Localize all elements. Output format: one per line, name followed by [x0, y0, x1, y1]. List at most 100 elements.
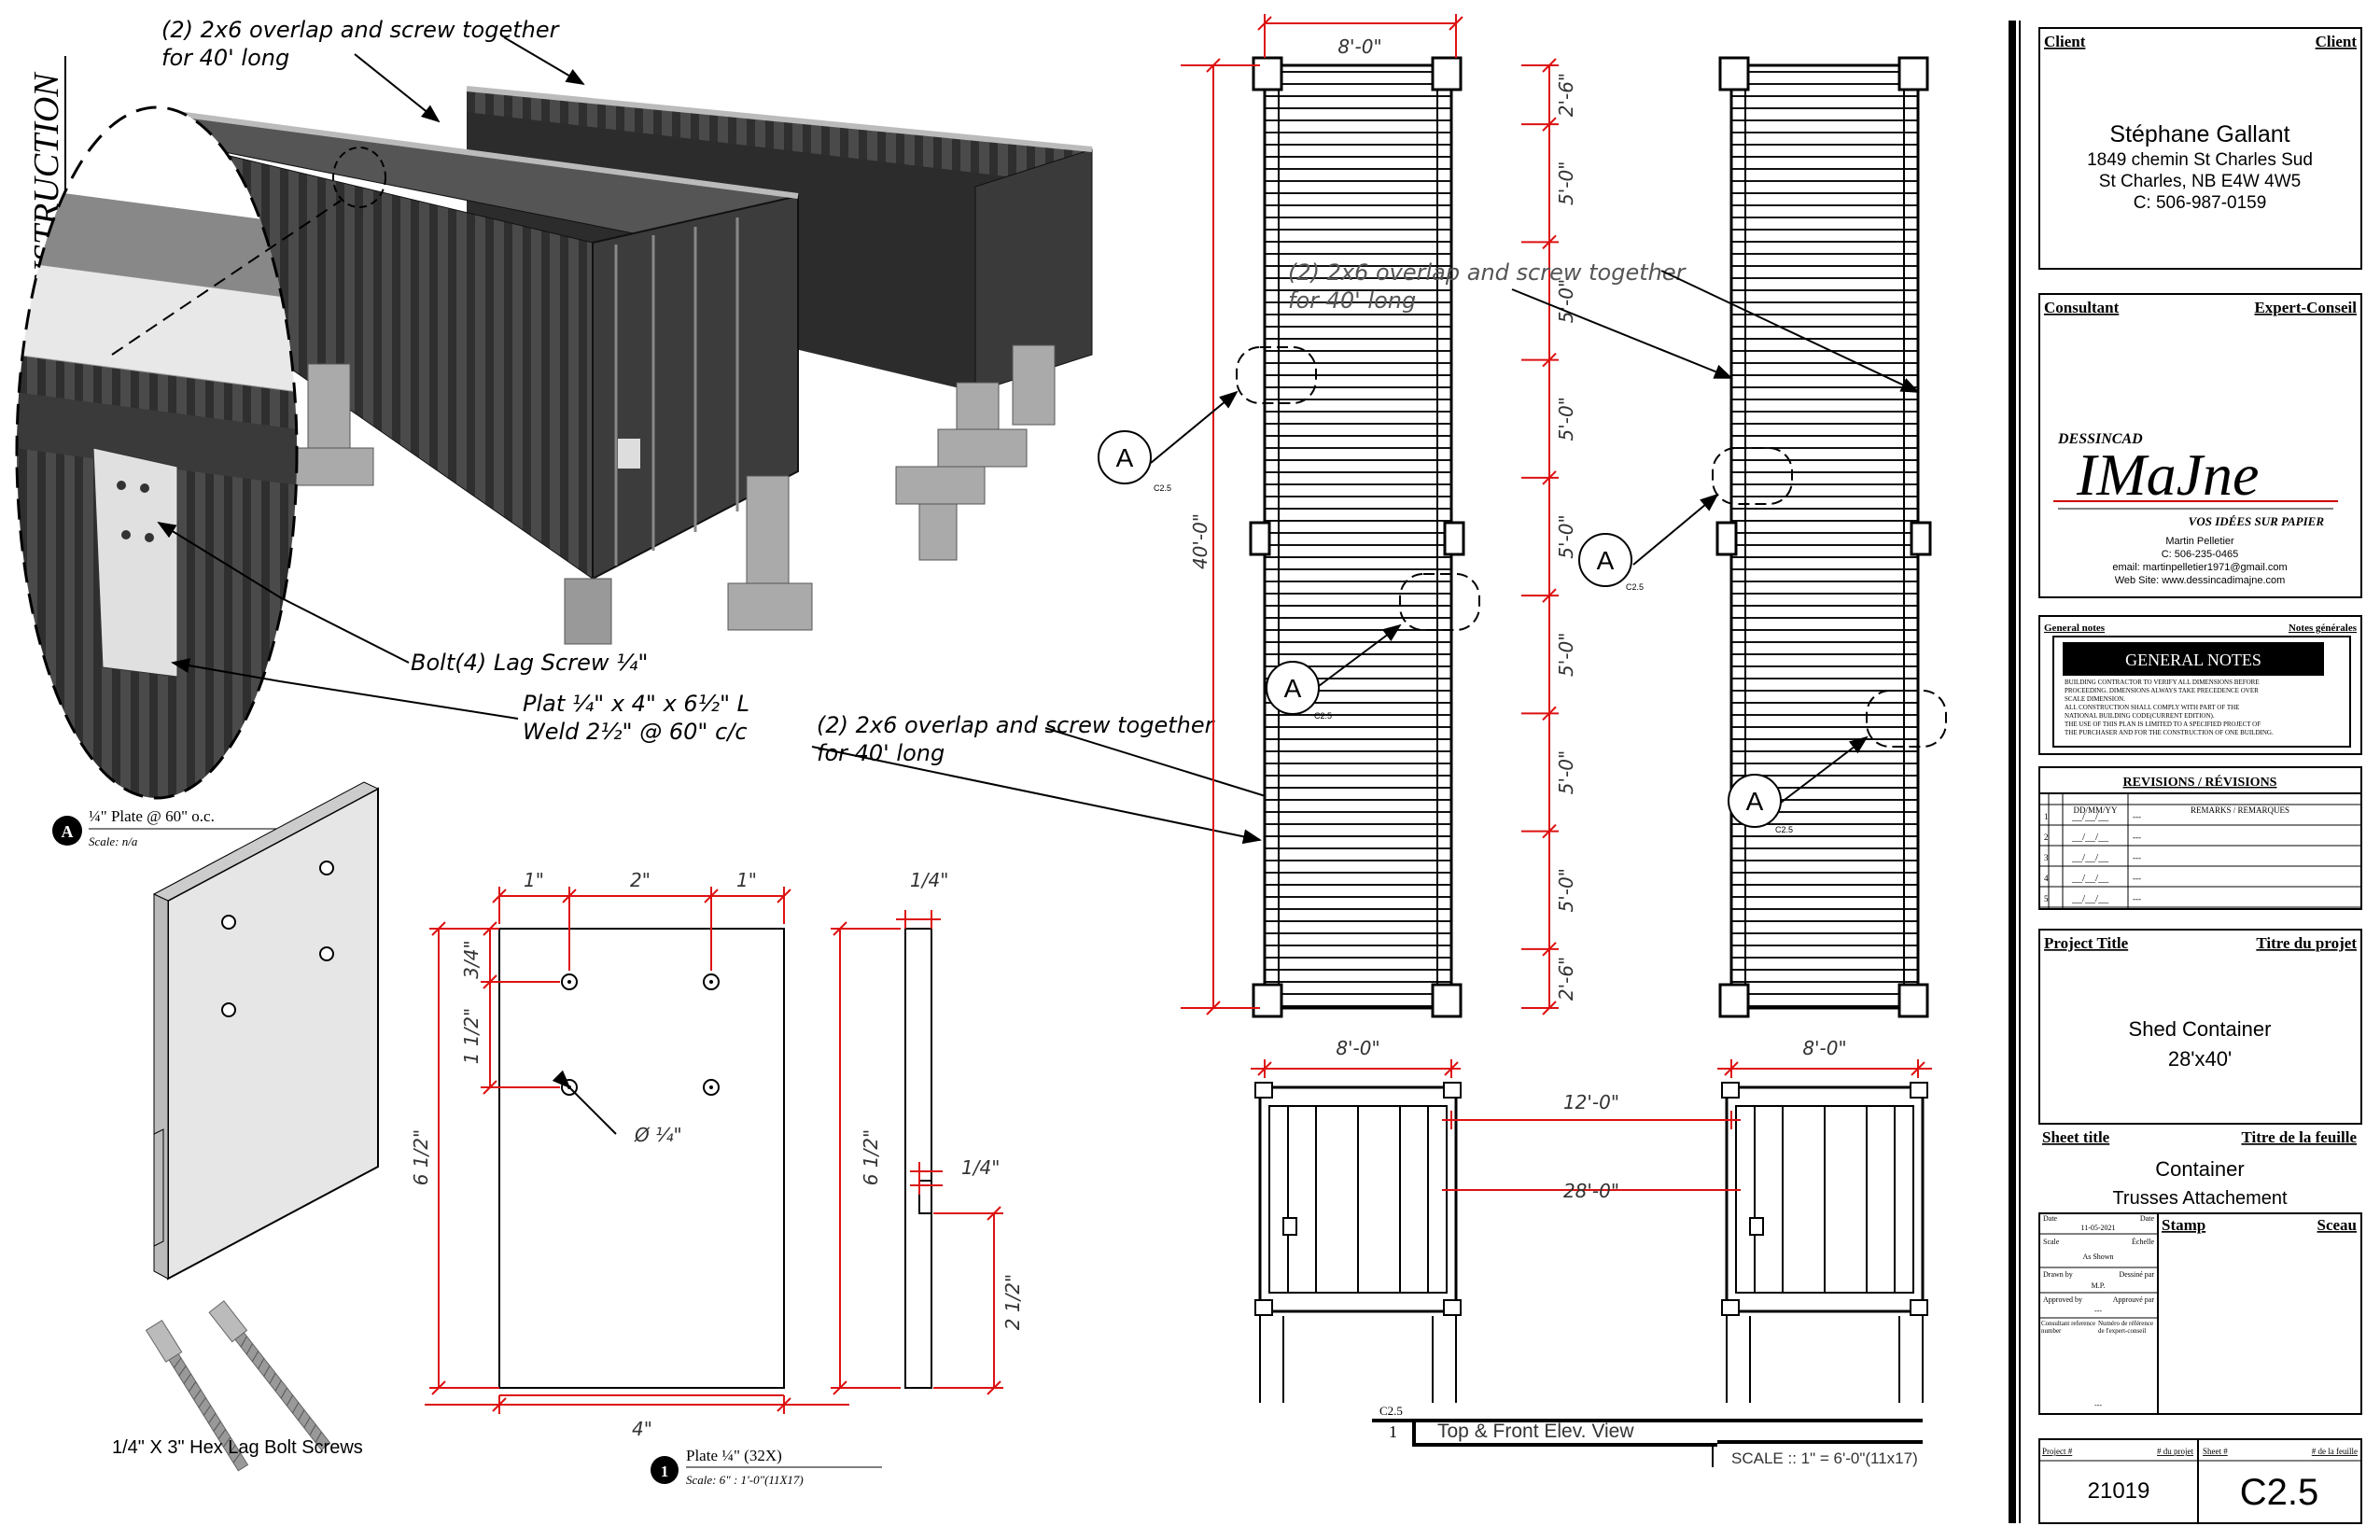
consultant-email: email: martinpelletier1971@gmail.com — [2112, 562, 2287, 573]
callout-a-4[interactable]: A C2.5 — [1728, 735, 1869, 834]
detail-a-title: ¼" Plate @ 60" o.c. — [89, 807, 215, 825]
plan-segment-dim: 5'-0" — [1555, 161, 1577, 205]
svg-text:BUILDING CONTRACTOR TO VERIFY: BUILDING CONTRACTOR TO VERIFY ALL DIMENS… — [2065, 679, 2274, 736]
dim-top-1: 1" — [524, 869, 544, 891]
dim-top-2: 2" — [630, 869, 651, 891]
approved-by-label: Approved by — [2043, 1295, 2082, 1304]
rev-col-remarks: REMARKS / REMARQUES — [2191, 805, 2289, 815]
project-no-label: Project # — [2042, 1447, 2073, 1456]
magnified-detail-oval — [15, 105, 299, 800]
lag-screws-caption: 1/4" X 3" Hex Lag Bolt Screws — [112, 1437, 363, 1458]
date-label-fr: Date — [2140, 1214, 2155, 1223]
general-note-line: SCALE DIMENSION. — [2065, 695, 2125, 703]
svg-text:A: A — [1597, 546, 1615, 575]
general-notes-title: GENERAL NOTES — [2125, 651, 2261, 669]
revision-row-number: 4 — [2044, 874, 2049, 883]
svg-text:(2) 2x6 overlap and screw tog: (2) 2x6 overlap and screw together for 4… — [161, 17, 566, 71]
detail-1-marker — [651, 1456, 679, 1484]
project-title-label-fr: Titre du projet — [2256, 934, 2357, 952]
svg-text:C2.5: C2.5 — [1154, 483, 1171, 493]
consultant-phone: C: 506-235-0465 — [2162, 549, 2239, 560]
client-address1: 1849 chemin St Charles Sud — [2087, 150, 2313, 170]
consultant-ref-label: Consultant reference number — [2041, 1320, 2096, 1335]
elev-gap-dim: 12'-0" — [1563, 1091, 1619, 1113]
revision-row-remark: --- — [2133, 894, 2141, 903]
sheet-no-label: Sheet # — [2203, 1447, 2228, 1456]
segment-tick — [1542, 1001, 1557, 1015]
overlap-note-mid-line1: (2) 2x6 overlap and screw together — [817, 712, 1216, 738]
plan-segment-dim: 2'-6" — [1555, 73, 1577, 117]
plat-note-line1: Plat ¼" x 4" x 6½" L — [523, 691, 749, 717]
bolt-note: Bolt(4) Lag Screw ¼" — [411, 650, 648, 676]
revision-row-remark: --- — [2133, 874, 2141, 883]
detail-1-title: Plate ¼" (32X) — [686, 1447, 782, 1464]
dim-side-bottom: 2 1/2" — [1001, 1274, 1024, 1330]
consultant-label-fr: Expert-Conseil — [2254, 299, 2357, 316]
callout-a-2[interactable]: A C2.5 — [1266, 623, 1402, 721]
general-note-line: BUILDING CONTRACTOR TO VERIFY ALL DIMENS… — [2065, 679, 2260, 686]
dim-side-height: 6 1/2" — [860, 1129, 882, 1185]
drawn-by-value: M.P. — [2092, 1281, 2106, 1290]
overlap-note-plan-line1: (2) 2x6 overlap and screw together — [1288, 259, 1687, 286]
segment-tick — [1542, 58, 1557, 73]
segment-tick — [1542, 942, 1557, 957]
callout-a-1[interactable]: A C2.5 — [1098, 390, 1239, 493]
segment-tick — [1542, 470, 1557, 485]
project-no-label-fr: # du projet — [2157, 1447, 2193, 1456]
consultant-website: Web Site: www.dessincadimajne.com — [2115, 575, 2286, 586]
plan-segment-dim: 5'-0" — [1555, 279, 1577, 323]
plan-width-top: 8'-0" — [1337, 35, 1381, 58]
general-note-line: NATIONAL BUILDING CODE(CURRENT EDITION). — [2065, 712, 2215, 720]
stamp-label: Stamp — [2162, 1216, 2205, 1234]
elev-overall-dim: 28'-0" — [1563, 1180, 1619, 1202]
plan-total-length: 40'-0" — [1189, 513, 1211, 569]
svg-text:(2) 2x6 overlap and screw tog: (2) 2x6 overlap and screw together for 4… — [1288, 259, 1692, 314]
svg-text:A: A — [1116, 443, 1134, 472]
approved-by-value: --- — [2094, 1307, 2102, 1315]
dim-left-1: 3/4" — [460, 940, 483, 978]
plan-segment-dim: 5'-0" — [1555, 514, 1577, 558]
overlap-note-top-line1: (2) 2x6 overlap and screw together — [161, 17, 561, 43]
general-note-line: THE PURCHASER AND FOR THE CONSTRUCTION O… — [2065, 729, 2274, 736]
sheet-no-label-fr: # de la feuille — [2312, 1447, 2358, 1456]
consultant-name: Martin Pelletier — [2165, 536, 2234, 547]
revision-row-remark: --- — [2133, 833, 2141, 842]
view-title-block: C2.5 1 Top & Front Elev. View SCALE :: 1… — [1372, 1404, 1923, 1467]
scale-value: As Shown — [2082, 1253, 2113, 1261]
plan-segment-dim: 2'-6" — [1555, 957, 1577, 1001]
revision-row-date: __/__/__ — [2071, 832, 2109, 843]
project-title-label: Project Title — [2044, 934, 2129, 952]
revision-row-date: __/__/__ — [2071, 893, 2109, 904]
sheet-title-label: Sheet title — [2042, 1128, 2110, 1146]
general-notes-label: General notes — [2044, 623, 2106, 634]
project-size: 28'x40' — [2168, 1047, 2232, 1071]
view-title: Top & Front Elev. View — [1437, 1421, 1634, 1442]
callout-a-3[interactable]: A C2.5 — [1578, 493, 1719, 592]
logo-top: DESSINCAD — [2057, 431, 2143, 447]
drawn-by-label-fr: Dessiné par — [2119, 1270, 2154, 1279]
containers-3d-view — [162, 86, 1093, 645]
drawn-by-label: Drawn by — [2043, 1270, 2073, 1279]
svg-text:Plat ¼" x 4" x 6½" L Weld: Plat ¼" x 4" x 6½" L Weld 2½" @ 60" c/c — [523, 691, 757, 745]
front-elevation: 12'-0" 28'-0" — [1254, 1082, 1928, 1403]
project-number: 21019 — [2088, 1478, 2150, 1504]
client-address2: St Charles, NB E4W 4W5 — [2099, 172, 2301, 191]
sheet-title-1: Container — [2155, 1157, 2244, 1181]
hole-diameter-label: Ø ¼" — [634, 1124, 682, 1146]
general-note-line: PROCEEDING. DIMENSIONS ALWAYS TAKE PRECE… — [2065, 687, 2259, 694]
view-scale: SCALE :: 1" = 6'-0"(11x17) — [1731, 1449, 1918, 1467]
detail-1-scale: Scale: 6" : 1'-0"(11X17) — [686, 1473, 804, 1487]
revision-row-remark: --- — [2133, 853, 2141, 862]
overlap-note-plan-line2: for 40' long — [1288, 287, 1416, 314]
revision-row-number: 3 — [2044, 853, 2049, 862]
revision-row-date: __/__/__ — [2071, 852, 2109, 863]
revision-row-number: 5 — [2044, 894, 2049, 903]
plan-segment-dim: 5'-0" — [1555, 868, 1577, 912]
plan-segment-dim: 5'-0" — [1555, 633, 1577, 677]
approved-by-label-fr: Approuvé par — [2113, 1295, 2155, 1304]
date-label: Date — [2043, 1214, 2058, 1223]
general-note-line: ALL CONSTRUCTION SHALL COMPLY WITH PART … — [2065, 704, 2239, 711]
svg-text:C2.5: C2.5 — [1626, 582, 1644, 592]
plate-3d — [152, 781, 380, 1281]
